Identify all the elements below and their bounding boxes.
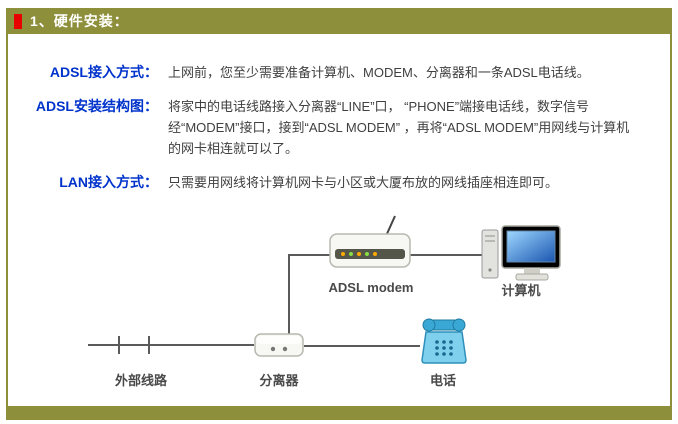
- splitter-label: 分离器: [259, 373, 299, 388]
- external-telephone-line: [88, 344, 254, 346]
- page-title: 1、硬件安装：: [30, 13, 129, 29]
- content-area: ADSL接入方式： 上网前，您至少需要准备计算机、MODEM、分离器和一条ADS…: [6, 34, 672, 406]
- phone-icon: [421, 318, 467, 364]
- adsl-modem-icon: [329, 215, 411, 268]
- page-frame: 1、硬件安装： ADSL接入方式： 上网前，您至少需要准备计算机、MODEM、分…: [6, 8, 672, 420]
- splitter-icon: [254, 333, 304, 357]
- wiring-diagram: ADSL modem 计算机: [8, 210, 670, 400]
- section-label: LAN接入方式：: [59, 174, 158, 190]
- connector-line-splitter-to-modem-vertical: [288, 254, 290, 346]
- connector-line-splitter-phone: [304, 345, 420, 347]
- section-lan-access: LAN接入方式： 只需要用网线将计算机网卡与小区或大厦布放的网线插座相连即可。: [8, 172, 632, 193]
- external-line-tick-2: [148, 336, 150, 354]
- footer-bar: [6, 406, 672, 420]
- computer-icon: [481, 225, 561, 281]
- connector-line-splitter-to-modem-horizontal: [288, 254, 334, 256]
- phone-label: 电话: [429, 373, 456, 388]
- section-label: ADSL安装结构图：: [35, 98, 158, 114]
- external-line-label: 外部线路: [114, 373, 167, 388]
- computer-label: 计算机: [501, 283, 541, 298]
- section-text: 将家中的电话线路接入分离器“LINE”口， “PHONE”端接电话线，数字信号经…: [168, 99, 630, 156]
- red-accent-mark: [14, 13, 22, 29]
- section-adsl-structure: ADSL安装结构图： 将家中的电话线路接入分离器“LINE”口， “PHONE”…: [8, 96, 632, 159]
- section-adsl-access: ADSL接入方式： 上网前，您至少需要准备计算机、MODEM、分离器和一条ADS…: [8, 62, 632, 83]
- section-text: 只需要用网线将计算机网卡与小区或大厦布放的网线插座相连即可。: [168, 175, 559, 190]
- modem-label: ADSL modem: [328, 280, 414, 295]
- connector-line-modem-computer: [410, 254, 484, 256]
- section-text: 上网前，您至少需要准备计算机、MODEM、分离器和一条ADSL电话线。: [168, 65, 590, 80]
- header-bar: 1、硬件安装：: [6, 8, 672, 34]
- external-line-tick-1: [118, 336, 120, 354]
- section-label: ADSL接入方式：: [49, 64, 158, 80]
